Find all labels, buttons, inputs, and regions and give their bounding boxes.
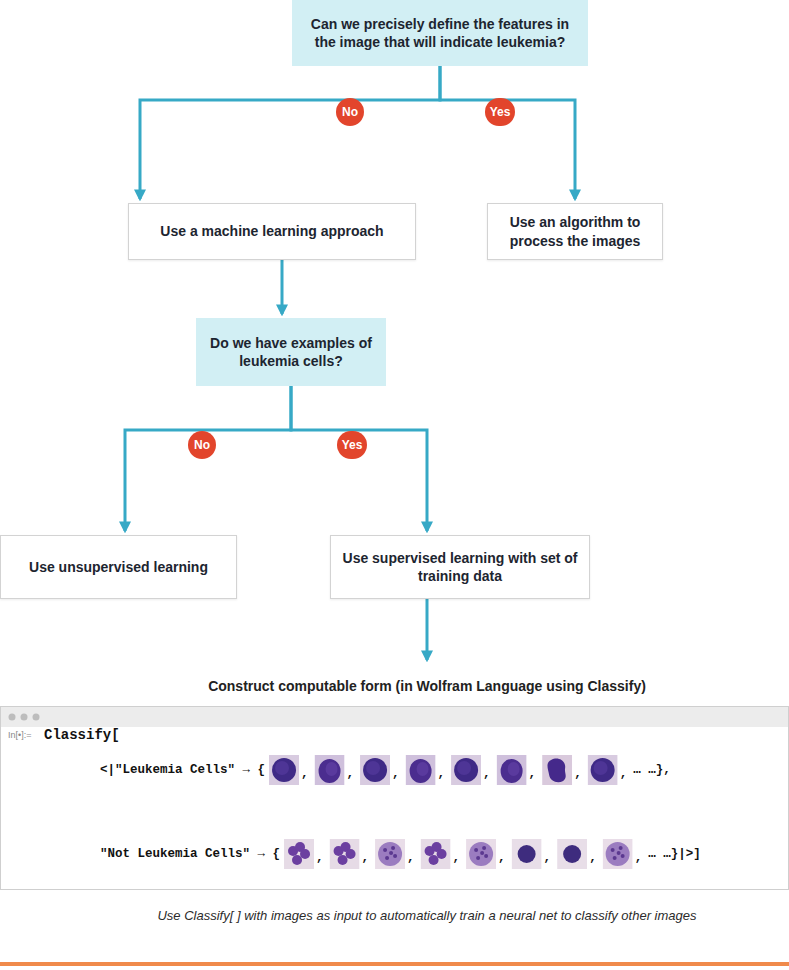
code-window-frame: [1, 707, 789, 890]
process-box: Use a machine learning approach: [128, 203, 416, 260]
code-text: In[•]:=: [8, 730, 31, 741]
process-box: Use supervised learning with set of trai…: [330, 535, 590, 599]
window-bar: [1, 707, 788, 727]
cell-image: [557, 839, 587, 869]
window-dot: [33, 714, 40, 721]
node-text: Use unsupervised learning: [29, 558, 208, 576]
process-box: Use an algorithm to process the images: [487, 203, 663, 260]
flow-arrow: [125, 386, 291, 531]
window-dot: [21, 714, 28, 721]
code-text: ,: [316, 851, 324, 866]
footer-rule: [0, 962, 789, 966]
code-panel: Construct computable form (in Wolfram La…: [0, 664, 789, 890]
cell-image: [315, 755, 345, 785]
cell-image: [451, 755, 481, 785]
cell-image: [406, 755, 436, 785]
decision-box: Do we have examples of leukemia cells?: [196, 318, 386, 386]
code-text: <|"Leukemia Cells" → {: [100, 763, 265, 778]
node-text: Use a machine learning approach: [160, 222, 383, 240]
flow-arrow: [281, 260, 284, 314]
code-text: ,: [620, 767, 628, 782]
caption: Use Classify[ ] with images as input to …: [157, 908, 696, 923]
node-text: Use supervised learning with set of trai…: [341, 549, 579, 585]
cell-image: [497, 755, 527, 785]
code-text: ,: [301, 767, 309, 782]
cell-image: [542, 755, 572, 785]
code-text: ,: [483, 767, 491, 782]
cell-image: [375, 839, 405, 869]
code-text: ,: [453, 851, 461, 866]
code-text: "Not Leukemia Cells" → {: [100, 847, 280, 862]
node-text: Do we have examples of leukemia cells?: [206, 334, 376, 370]
cell-image: [421, 839, 451, 869]
flow-arrow: [426, 599, 429, 660]
code-text: … …}|>]: [648, 847, 701, 862]
code-text: ,: [347, 767, 355, 782]
cell-image: [588, 755, 618, 785]
flow-arrow: [440, 66, 575, 199]
answer-badge: Yes: [337, 431, 368, 459]
cell-image: [512, 839, 542, 869]
window-dot: [9, 714, 16, 721]
code-text: ,: [407, 851, 415, 866]
code-text: ,: [438, 767, 446, 782]
code-text: Classify[: [44, 727, 120, 744]
code-text: ,: [544, 851, 552, 866]
answer-badge: Yes: [485, 98, 516, 126]
cell-image: [330, 839, 360, 869]
code-text: ,: [498, 851, 506, 866]
decision-box: Can we precisely define the features in …: [292, 0, 588, 66]
code-text: ,: [529, 767, 537, 782]
code-text: ,: [574, 767, 582, 782]
cell-image: [360, 755, 390, 785]
flow-arrow: [291, 386, 427, 531]
cell-image: [269, 755, 299, 785]
code-text: ,: [392, 767, 400, 782]
flow-arrow: [140, 66, 440, 199]
node-text: Can we precisely define the features in …: [302, 15, 578, 51]
code-text: ,: [362, 851, 370, 866]
answer-badge: No: [188, 431, 216, 459]
process-box: Use unsupervised learning: [0, 535, 237, 599]
answer-badge: No: [336, 98, 364, 126]
panel-heading: Construct computable form (in Wolfram La…: [208, 678, 646, 695]
code-text: ,: [589, 851, 597, 866]
cell-image: [603, 839, 633, 869]
cell-image: [284, 839, 314, 869]
code-text: … …},: [633, 763, 671, 778]
cell-image: [466, 839, 496, 869]
code-text: ,: [635, 851, 643, 866]
node-text: Use an algorithm to process the images: [498, 213, 652, 249]
